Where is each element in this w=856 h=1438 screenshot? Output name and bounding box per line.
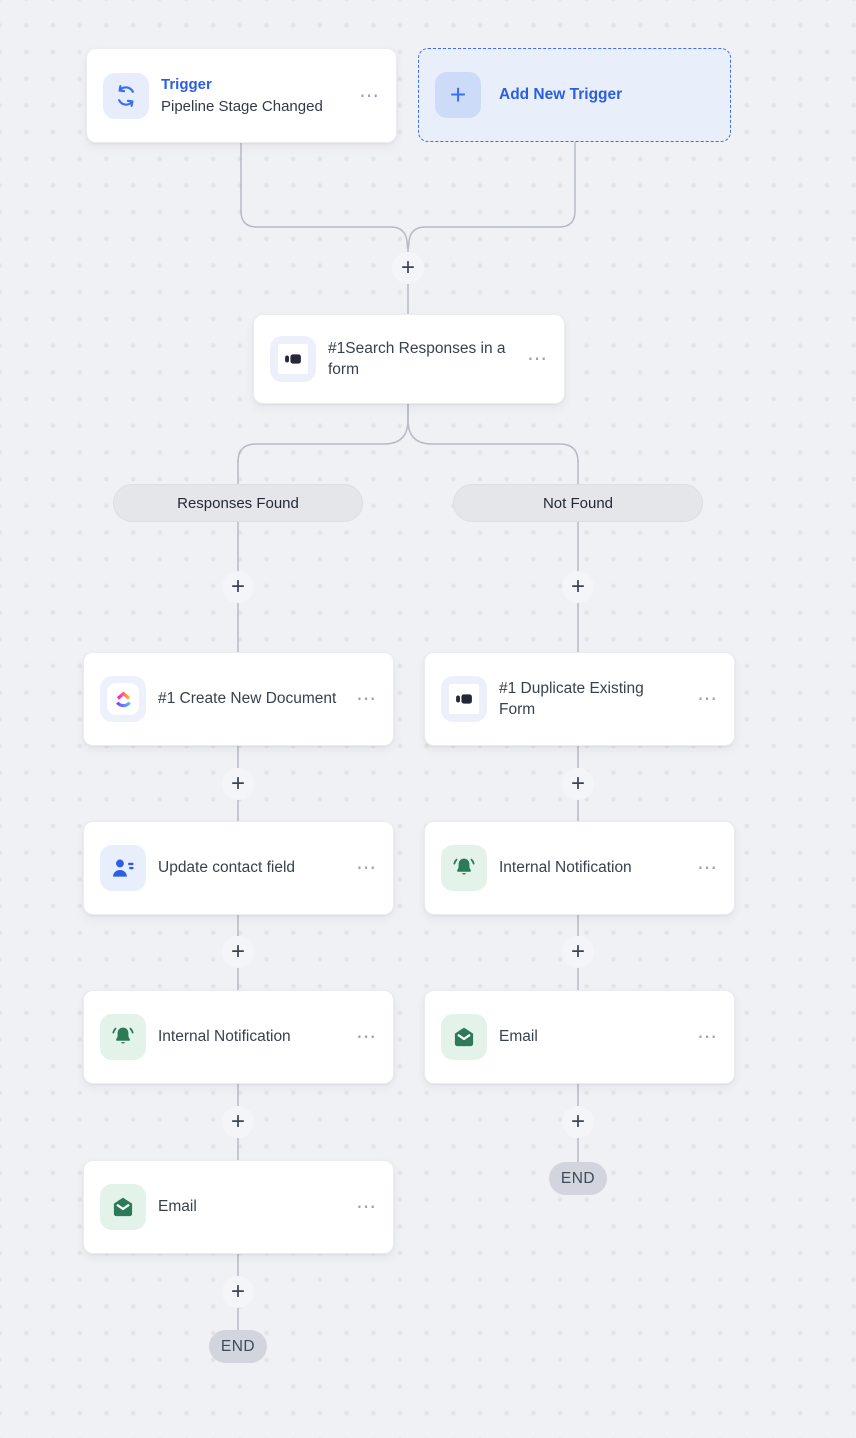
end-terminator: END (209, 1330, 267, 1363)
node-title: Email (499, 1028, 538, 1046)
ellipsis-menu-icon[interactable]: ⋯ (359, 84, 380, 107)
branch-label-not-found[interactable]: Not Found (453, 484, 703, 522)
node-title: Update contact field (158, 859, 296, 877)
add-step-button[interactable]: + (570, 770, 585, 797)
add-step-button[interactable]: + (230, 1108, 245, 1135)
search-responses-node[interactable]: #1Search Responses in a form ⋯ (253, 314, 565, 404)
add-step-button[interactable]: + (570, 573, 585, 600)
node-title: Internal Notification (499, 859, 632, 877)
add-new-trigger-label: Add New Trigger (499, 86, 623, 103)
form-icon (441, 676, 487, 722)
add-step-button[interactable]: + (570, 1108, 585, 1135)
ellipsis-menu-icon[interactable]: ⋯ (527, 348, 548, 370)
email-node[interactable]: Email ⋯ (83, 1160, 394, 1254)
trigger-text: Trigger Pipeline Stage Changed (161, 76, 345, 115)
add-step-button[interactable]: + (230, 573, 245, 600)
ellipsis-menu-icon[interactable]: ⋯ (356, 688, 377, 710)
add-step-button[interactable]: + (230, 938, 245, 965)
email-node[interactable]: Email ⋯ (424, 990, 735, 1084)
mail-icon (100, 1184, 146, 1230)
sync-icon (103, 72, 149, 119)
ellipsis-menu-icon[interactable]: ⋯ (697, 1026, 718, 1048)
node-title: Internal Notification (158, 1028, 291, 1046)
add-step-button[interactable]: + (230, 770, 245, 797)
end-terminator: END (549, 1162, 607, 1195)
internal-notification-node[interactable]: Internal Notification ⋯ (83, 990, 394, 1084)
add-step-button[interactable]: + (570, 938, 585, 965)
trigger-subtitle: Pipeline Stage Changed (161, 98, 323, 115)
node-title: #1Search Responses in a form (328, 339, 506, 378)
add-step-button[interactable]: + (400, 254, 415, 281)
form-icon (270, 336, 316, 382)
ellipsis-menu-icon[interactable]: ⋯ (697, 857, 718, 879)
trigger-node[interactable]: Trigger Pipeline Stage Changed ⋯ (86, 48, 397, 143)
update-contact-node[interactable]: Update contact field ⋯ (83, 821, 394, 915)
ellipsis-menu-icon[interactable]: ⋯ (356, 857, 377, 879)
bell-icon (100, 1014, 146, 1060)
node-title: #1 Create New Document (158, 690, 337, 708)
node-title: Email (158, 1198, 197, 1216)
plus-icon: + (435, 72, 481, 118)
duplicate-form-node[interactable]: #1 Duplicate Existing Form ⋯ (424, 652, 735, 746)
add-step-button[interactable]: + (230, 1278, 245, 1305)
ellipsis-menu-icon[interactable]: ⋯ (356, 1196, 377, 1218)
branch-label-responses-found[interactable]: Responses Found (113, 484, 363, 522)
ellipsis-menu-icon[interactable]: ⋯ (697, 688, 718, 710)
node-title: #1 Duplicate Existing Form (499, 679, 644, 718)
internal-notification-node[interactable]: Internal Notification ⋯ (424, 821, 735, 915)
bell-icon (441, 845, 487, 891)
mail-icon (441, 1014, 487, 1060)
trigger-title: Trigger (161, 76, 212, 93)
clickup-icon (100, 676, 146, 722)
contact-icon (100, 845, 146, 891)
create-document-node[interactable]: #1 Create New Document ⋯ (83, 652, 394, 746)
add-new-trigger-button[interactable]: + Add New Trigger (418, 48, 731, 142)
ellipsis-menu-icon[interactable]: ⋯ (356, 1026, 377, 1048)
